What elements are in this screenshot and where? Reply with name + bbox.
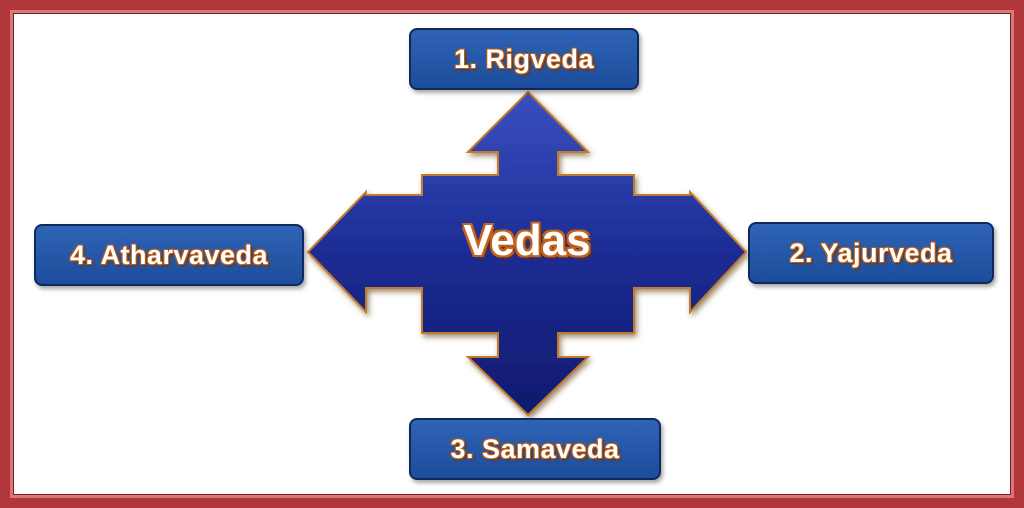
veda-box-samaveda: 3. Samaveda (409, 418, 661, 480)
veda-box-yajurveda: 2. Yajurveda (748, 222, 994, 284)
veda-box-atharvaveda: 4. Atharvaveda (34, 224, 304, 286)
veda-box-rigveda: 1. Rigveda (409, 28, 639, 90)
center-label-vedas: Vedas (463, 216, 591, 265)
four-way-arrow-shape (306, 90, 748, 417)
